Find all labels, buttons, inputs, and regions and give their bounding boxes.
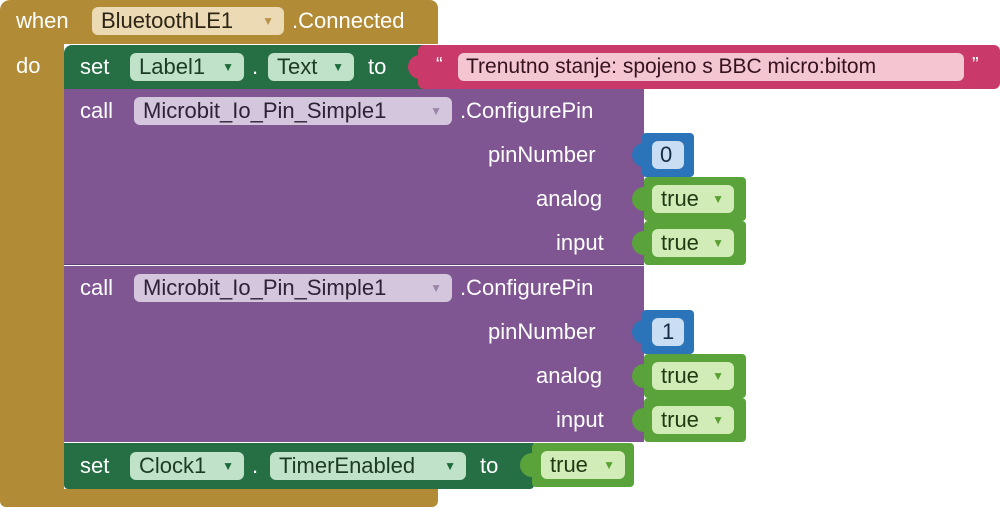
dot-separator: .	[252, 453, 259, 478]
pin-number-plug	[632, 143, 644, 167]
dropdown-arrow-icon: ▼	[430, 104, 442, 118]
event-component-dropdown[interactable]: BluetoothLE1 ▼	[92, 7, 284, 35]
event-block-spine	[0, 44, 64, 489]
clock1-component-dropdown[interactable]: Clock1 ▼	[130, 452, 244, 480]
input-param-label: input	[556, 407, 604, 432]
pin-number-value: 1	[662, 319, 675, 344]
pin-number-param-label: pinNumber	[488, 142, 596, 167]
analog-true-dropdown[interactable]: true ▼	[652, 185, 734, 213]
timer-enabled-property-dropdown[interactable]: TimerEnabled ▼	[270, 452, 466, 480]
timer-enabled-logic-plug	[520, 453, 532, 477]
dropdown-arrow-icon: ▼	[222, 459, 234, 473]
method-name: .ConfigurePin	[460, 275, 594, 300]
call-keyword: call	[80, 98, 114, 123]
pin-number-param-label: pinNumber	[488, 319, 596, 344]
microbit-component-label: Microbit_Io_Pin_Simple1	[143, 98, 387, 123]
dot-separator: .	[252, 54, 259, 79]
timer-enabled-true-dropdown[interactable]: true ▼	[541, 451, 625, 479]
analog-true-label: true	[661, 363, 699, 388]
dropdown-arrow-icon: ▼	[332, 60, 344, 74]
event-name: .Connected	[292, 8, 405, 33]
dropdown-arrow-icon: ▼	[222, 60, 234, 74]
dropdown-arrow-icon: ▼	[712, 192, 724, 206]
label1-component-dropdown[interactable]: Label1 ▼	[130, 53, 244, 81]
to-keyword: to	[368, 54, 387, 79]
dropdown-arrow-icon: ▼	[712, 236, 724, 250]
set-keyword: set	[80, 453, 110, 478]
pin-number-field[interactable]: 0	[652, 141, 684, 169]
call-keyword: call	[80, 275, 114, 300]
pin-number-value: 0	[660, 142, 673, 167]
analog-param-label: analog	[536, 363, 603, 388]
dropdown-arrow-icon: ▼	[262, 14, 274, 28]
microbit-component-label: Microbit_Io_Pin_Simple1	[143, 275, 387, 300]
clock1-component-label: Clock1	[139, 453, 207, 478]
when-keyword: when	[16, 8, 69, 33]
input-true-dropdown[interactable]: true ▼	[652, 229, 734, 257]
label1-component-label: Label1	[139, 54, 206, 79]
analog-param-label: analog	[536, 186, 603, 211]
analog-logic-plug	[632, 364, 644, 388]
dropdown-arrow-icon: ▼	[712, 369, 724, 383]
dropdown-arrow-icon: ▼	[430, 281, 442, 295]
dropdown-arrow-icon: ▼	[603, 458, 615, 472]
dropdown-arrow-icon: ▼	[444, 459, 456, 473]
input-logic-plug	[632, 231, 644, 255]
text-string-field[interactable]	[458, 53, 964, 81]
do-keyword: do	[16, 53, 41, 78]
set-label1-text-block[interactable]	[64, 45, 430, 89]
method-name: .ConfigurePin	[460, 98, 594, 123]
text-string-value: Trenutno stanje: spojeno s BBC micro:bit…	[466, 55, 877, 78]
analog-true-label: true	[661, 186, 699, 211]
microbit-component-dropdown[interactable]: Microbit_Io_Pin_Simple1 ▼	[134, 274, 452, 302]
text-property-dropdown[interactable]: Text ▼	[268, 53, 354, 81]
input-true-label: true	[661, 230, 699, 255]
input-true-label: true	[661, 407, 699, 432]
open-quote: “	[436, 54, 443, 76]
timer-enabled-property-label: TimerEnabled	[279, 453, 416, 478]
close-quote: ”	[972, 54, 979, 76]
to-keyword: to	[480, 453, 499, 478]
timer-enabled-true-label: true	[550, 452, 588, 477]
analog-true-dropdown[interactable]: true ▼	[652, 362, 734, 390]
pin-number-plug	[632, 320, 644, 344]
event-block-footer	[0, 489, 438, 507]
input-param-label: input	[556, 230, 604, 255]
dropdown-arrow-icon: ▼	[712, 413, 724, 427]
event-component-label: BluetoothLE1	[101, 8, 234, 33]
analog-logic-plug	[632, 187, 644, 211]
pin-number-field[interactable]: 1	[652, 318, 684, 346]
text-string-plug	[408, 55, 420, 79]
text-property-label: Text	[277, 54, 318, 79]
microbit-component-dropdown[interactable]: Microbit_Io_Pin_Simple1 ▼	[134, 97, 452, 125]
input-logic-plug	[632, 408, 644, 432]
input-true-dropdown[interactable]: true ▼	[652, 406, 734, 434]
set-keyword: set	[80, 54, 110, 79]
